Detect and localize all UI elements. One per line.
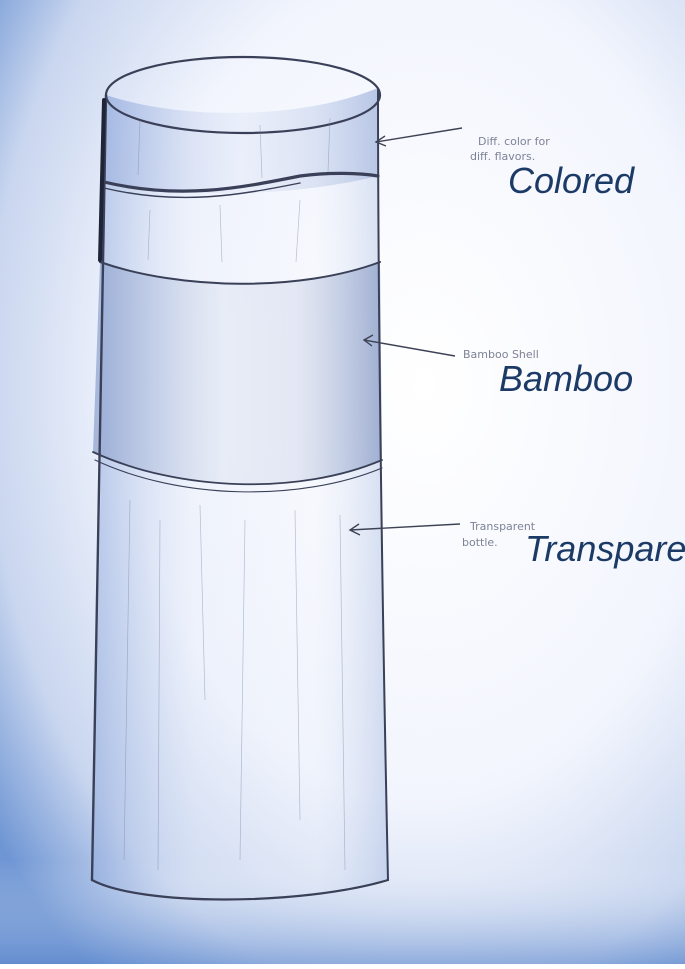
bamboo-shell bbox=[93, 262, 382, 484]
handwritten-note-bottom-line2: bottle. bbox=[462, 536, 498, 549]
label-colored: Colored bbox=[508, 160, 635, 201]
handwritten-note-top-line1: Diff. color for bbox=[478, 135, 550, 148]
label-bamboo: Bamboo bbox=[499, 358, 633, 399]
label-transparent: Transparent bbox=[525, 528, 685, 569]
